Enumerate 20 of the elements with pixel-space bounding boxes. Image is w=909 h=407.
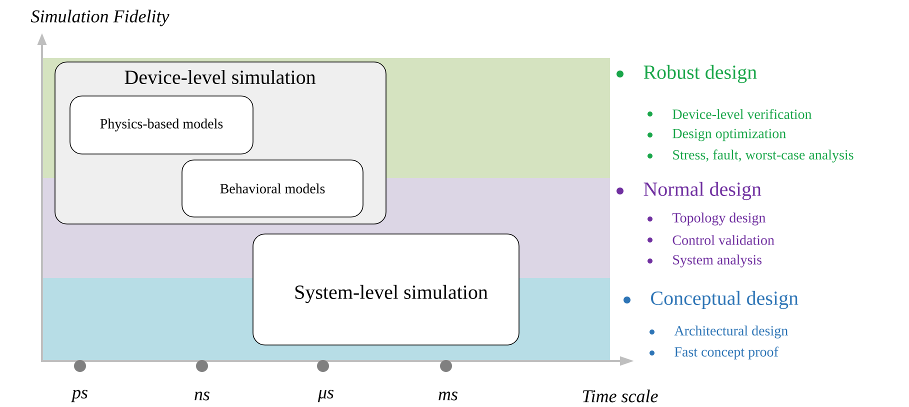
category-heading: Robust design bbox=[616, 64, 757, 84]
axis-title: Simulation Fidelity bbox=[30, 10, 170, 26]
category-heading: Conceptual design bbox=[624, 290, 798, 310]
simulation-box: System-level simulation bbox=[252, 234, 520, 346]
tick-label: μs bbox=[318, 390, 334, 402]
bullet-item: Topology design bbox=[648, 212, 766, 226]
tick-label: ns bbox=[194, 392, 210, 400]
model-box: Physics-based models bbox=[70, 96, 254, 154]
category-heading: Normal design bbox=[616, 182, 762, 200]
bullet-item: Stress, fault, worst-case analysis bbox=[648, 150, 854, 162]
bullet-item: Architectural design bbox=[650, 326, 788, 338]
bullet-item: Fast concept proof bbox=[650, 346, 778, 360]
bullet-item: System analysis bbox=[648, 254, 762, 268]
tick-label: ms bbox=[438, 392, 458, 400]
model-box: Behavioral models bbox=[182, 160, 364, 218]
axis-title: Time scale bbox=[582, 390, 658, 402]
bullet-item: Device-level verification bbox=[648, 109, 812, 119]
bullet-item: Control validation bbox=[648, 235, 774, 245]
tick-label: ps bbox=[70, 390, 88, 402]
bullet-item: Design optimization bbox=[648, 128, 786, 142]
